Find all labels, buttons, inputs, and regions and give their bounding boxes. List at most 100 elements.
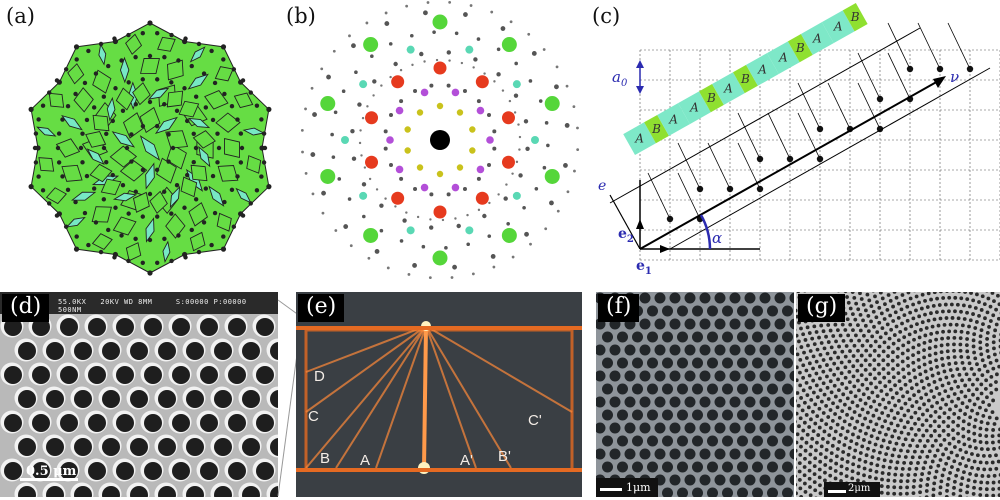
grey-spot: [374, 249, 380, 254]
vertex-dot: [80, 160, 85, 165]
dot: [972, 332, 977, 337]
hole: [722, 305, 733, 317]
hole: [18, 438, 36, 456]
dot: [959, 329, 964, 334]
grey-spot: [432, 30, 436, 34]
grey-spot: [343, 224, 349, 229]
thin-rhombus: [61, 114, 83, 131]
grey-spot: [487, 113, 492, 118]
grey-spot: [563, 163, 568, 168]
dot: [834, 339, 838, 344]
dot: [851, 374, 856, 379]
dot: [881, 349, 886, 354]
dot: [871, 428, 876, 433]
dot: [883, 384, 888, 389]
dot: [845, 295, 849, 299]
dot: [869, 319, 873, 324]
dot: [848, 349, 852, 353]
dot: [920, 292, 925, 297]
dot: [796, 482, 798, 487]
hole: [172, 462, 190, 480]
hole: [669, 422, 681, 434]
dot: [932, 317, 937, 322]
dot: [882, 458, 887, 463]
dot: [823, 455, 828, 460]
hole: [228, 318, 246, 336]
dot: [917, 365, 922, 370]
dot: [899, 479, 903, 484]
thick-rhombus: [112, 216, 137, 236]
dot: [900, 466, 905, 471]
dot: [992, 422, 997, 426]
dot: [908, 310, 913, 315]
dot: [866, 329, 871, 334]
green-spot: [320, 168, 336, 184]
dot: [984, 434, 989, 438]
vertex-dot: [28, 184, 34, 190]
hole: [767, 435, 778, 447]
dot: [828, 328, 833, 333]
dot: [988, 304, 993, 309]
hole: [624, 370, 636, 382]
dot: [856, 471, 861, 476]
dot: [970, 452, 974, 456]
vertex-dot: [229, 104, 235, 109]
dot: [892, 479, 897, 483]
dot: [838, 433, 843, 437]
hole: [662, 357, 673, 369]
scale-text-f: 1μm: [626, 481, 651, 494]
dot: [902, 460, 907, 465]
dot: [881, 367, 886, 371]
dot: [889, 421, 894, 426]
dot: [837, 415, 842, 420]
vertex-dot: [124, 145, 130, 151]
dot: [942, 411, 947, 416]
vertex-dot: [155, 260, 160, 265]
dot: [985, 330, 990, 335]
dot: [953, 295, 958, 300]
dot: [858, 429, 863, 433]
red-spot: [433, 205, 447, 219]
dot: [956, 316, 961, 321]
dot: [975, 377, 980, 382]
grey-spot: [388, 113, 393, 118]
dot: [996, 316, 1000, 321]
vertex-dot: [231, 67, 237, 72]
dot: [971, 338, 976, 343]
thick-rhombus: [85, 130, 107, 148]
vertex-dot: [47, 90, 52, 95]
dot: [954, 404, 958, 409]
dot: [837, 344, 841, 349]
dot: [914, 382, 919, 387]
vertex-dot: [261, 131, 267, 136]
central-spot: [430, 130, 450, 150]
dot: [879, 484, 884, 488]
dot: [939, 343, 944, 348]
dot: [850, 416, 854, 421]
vertex-dot: [189, 63, 194, 69]
thick-rhombus: [115, 87, 135, 111]
thick-rhombus: [67, 63, 85, 85]
grey-spot: [576, 126, 579, 130]
hole: [617, 331, 628, 343]
grey-spot: [375, 188, 379, 191]
hole: [714, 344, 726, 356]
hole: [647, 409, 658, 421]
dot: [952, 355, 957, 359]
hole: [18, 390, 36, 408]
grey-spot: [354, 70, 358, 75]
dot: [971, 392, 975, 397]
dot: [991, 366, 996, 371]
dot: [961, 419, 966, 424]
dot: [873, 294, 877, 299]
dot: [952, 411, 957, 416]
dot: [811, 409, 815, 414]
dot: [905, 449, 910, 454]
dot: [821, 329, 826, 334]
grey-spot: [399, 99, 404, 104]
dot: [847, 406, 852, 411]
dot: [833, 469, 838, 473]
vertex-dot: [91, 186, 97, 191]
hole: [158, 390, 176, 408]
